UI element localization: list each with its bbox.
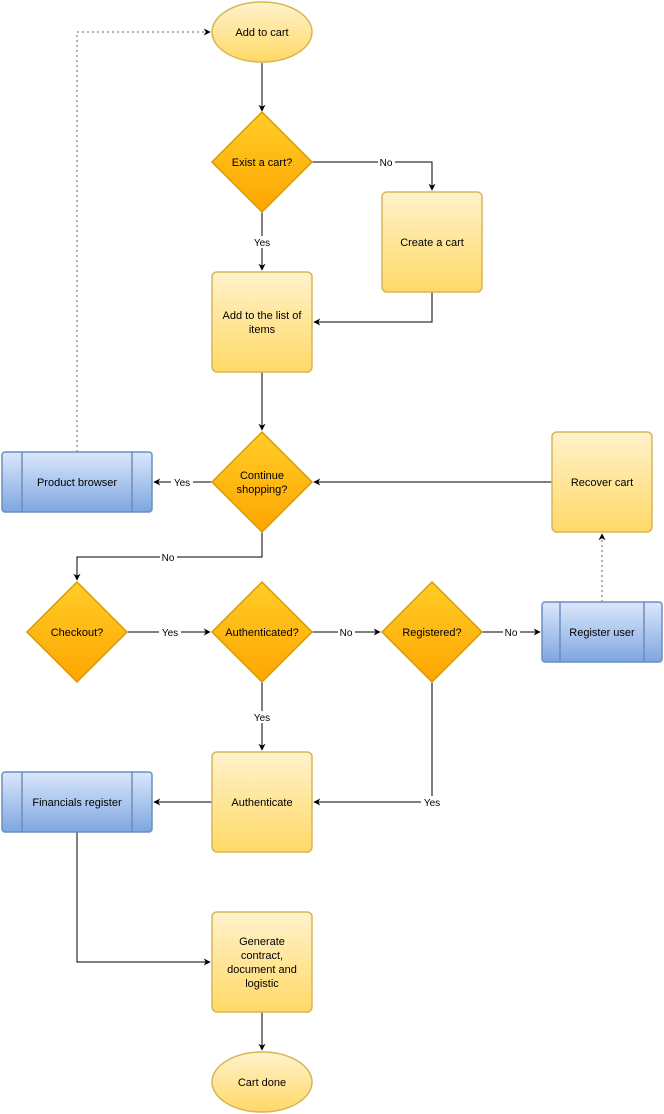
node-authenticate[interactable]: Authenticate	[211, 751, 313, 853]
node-registered-decision[interactable]: Registered?	[380, 580, 484, 684]
node-authenticated-decision[interactable]: Authenticated?	[210, 580, 314, 684]
node-label-line2: shopping?	[237, 484, 288, 496]
edge-label-continue-yes: Yes	[174, 478, 190, 489]
edge-label-auth-no: No	[340, 628, 353, 639]
node-label: Register user	[569, 627, 635, 639]
edge-financials-generate	[76, 832, 211, 966]
node-label: Add to cart	[235, 27, 288, 39]
node-cart-done[interactable]: Cart done	[211, 1051, 313, 1113]
edge-label-exist-yes: Yes	[254, 238, 270, 249]
node-continue-shopping-decision[interactable]: Continue shopping?	[210, 430, 314, 534]
node-label-line1: Add to the list of	[223, 310, 303, 322]
node-checkout-decision[interactable]: Checkout?	[25, 580, 129, 684]
node-label: Checkout?	[51, 627, 104, 639]
edge-browser-addtocart	[76, 28, 211, 452]
node-label: Product browser	[37, 477, 117, 489]
node-label-line1: Generate	[239, 936, 285, 948]
node-add-to-cart[interactable]: Add to cart	[211, 1, 313, 63]
node-label: Registered?	[402, 627, 461, 639]
edge-label-registered-yes: Yes	[424, 798, 440, 809]
node-label: Create a cart	[400, 237, 464, 249]
edge-create-addlist	[313, 292, 433, 326]
node-label-line3: document and	[227, 964, 297, 976]
node-label: Cart done	[238, 1077, 286, 1089]
node-register-user[interactable]: Register user	[541, 601, 663, 663]
node-generate-contract[interactable]: Generate contract, document and logistic	[211, 911, 313, 1013]
node-label-line1: Continue	[240, 470, 284, 482]
node-label: Recover cart	[571, 477, 633, 489]
node-label: Financials register	[32, 797, 122, 809]
edge-label-continue-no: No	[162, 553, 175, 564]
node-add-to-list[interactable]: Add to the list of items	[211, 271, 313, 373]
node-label: Exist a cart?	[232, 157, 293, 169]
node-label: Authenticated?	[225, 627, 298, 639]
node-financials-register[interactable]: Financials register	[1, 771, 153, 833]
edge-exist-no	[312, 161, 436, 191]
node-product-browser[interactable]: Product browser	[1, 451, 153, 513]
edge-label-exist-no: No	[380, 158, 393, 169]
edge-label-checkout-yes: Yes	[162, 628, 178, 639]
node-label-line2: contract,	[241, 950, 283, 962]
node-label-line2: items	[249, 324, 276, 336]
edge-registered-yes	[313, 682, 433, 806]
node-create-cart[interactable]: Create a cart	[381, 191, 483, 293]
node-label: Authenticate	[231, 797, 292, 809]
node-recover-cart[interactable]: Recover cart	[551, 431, 653, 533]
edge-label-registered-no: No	[505, 628, 518, 639]
node-exist-cart-decision[interactable]: Exist a cart?	[210, 110, 314, 214]
edge-labels: No Yes Yes No Yes No No Yes Yes	[159, 156, 520, 809]
edge-label-auth-yes: Yes	[254, 713, 270, 724]
dotted-edges	[76, 28, 606, 602]
node-label-line4: logistic	[245, 978, 279, 990]
